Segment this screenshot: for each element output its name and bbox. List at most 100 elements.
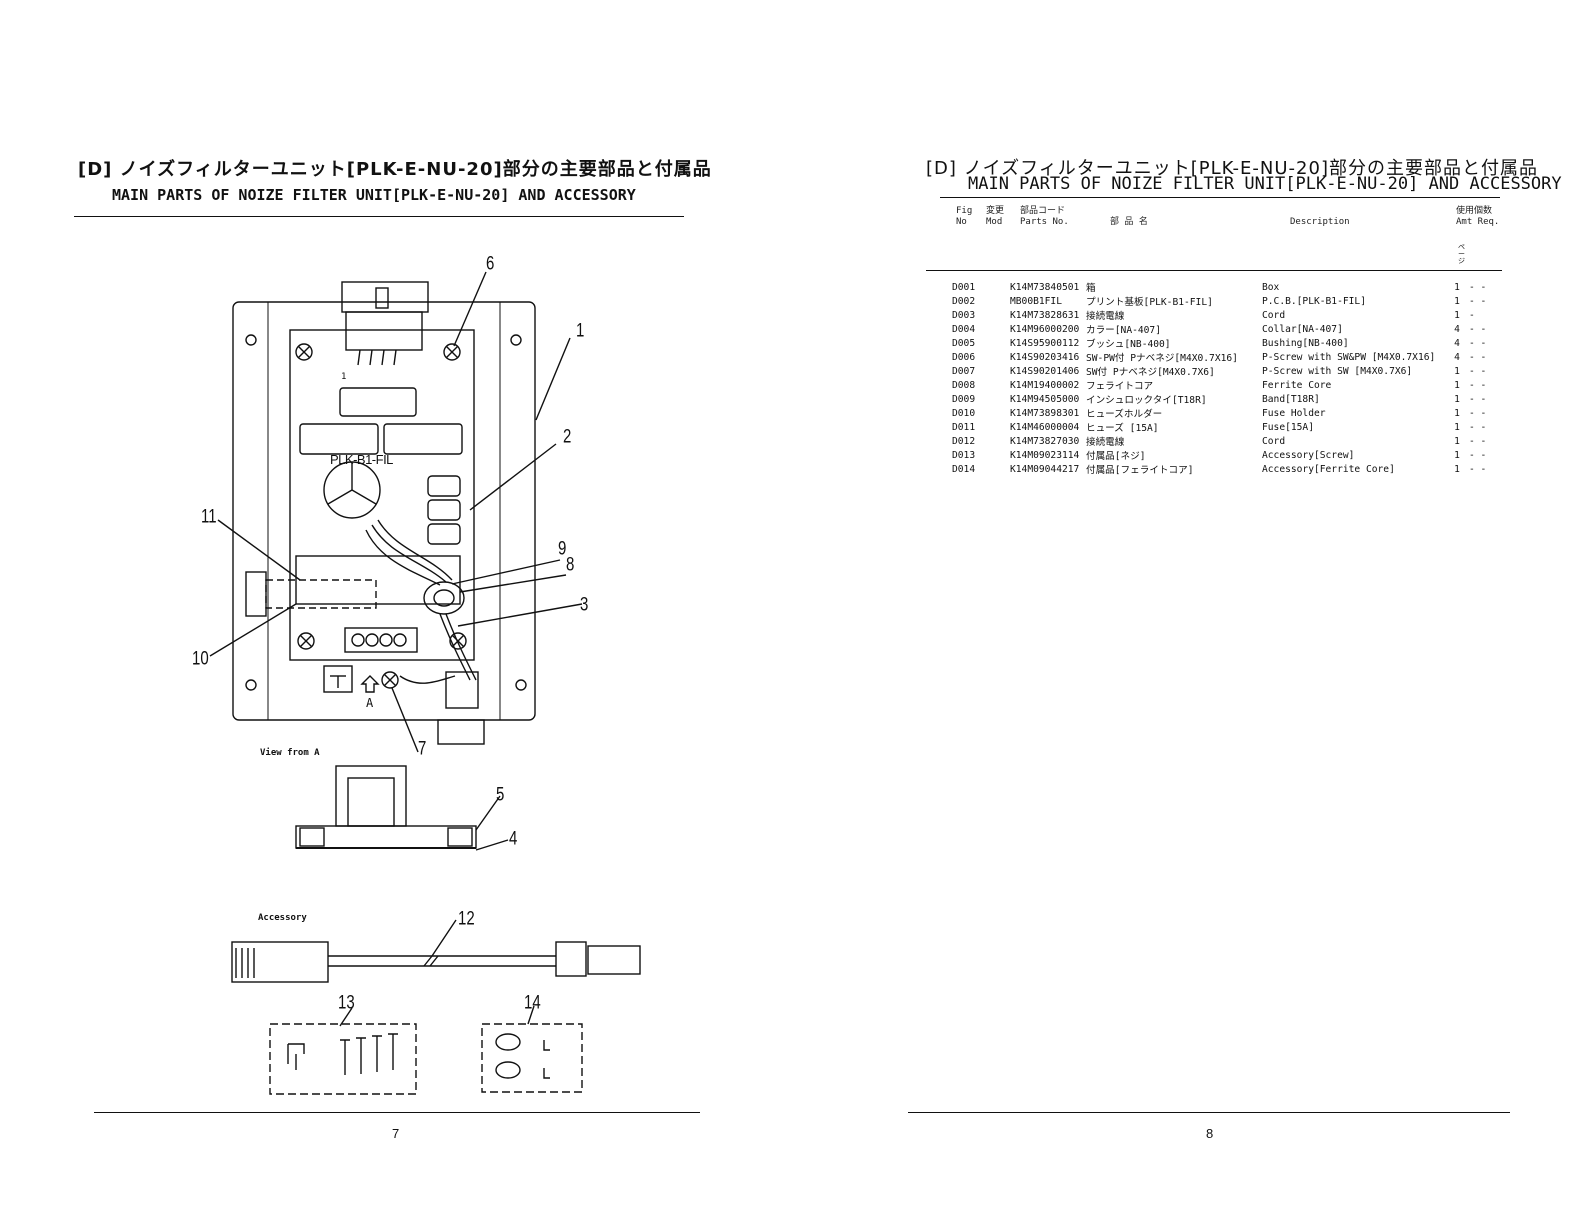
- callout-5: 5: [496, 783, 505, 806]
- callout-8: 8: [566, 553, 575, 576]
- cell-part: K14M96000200: [1010, 323, 1080, 335]
- ferrite-core: [423, 581, 465, 615]
- cell-req: - -: [1469, 393, 1487, 405]
- cell-desc: Accessory[Ferrite Core]: [1262, 463, 1395, 475]
- left-page: [D] ノイズフィルターユニット[PLK-E-NU-20]部分の主要部品と付属品…: [0, 0, 790, 1223]
- cell-req: - -: [1469, 379, 1487, 391]
- cell-fig: D003: [952, 309, 976, 321]
- cell-amt: 4: [1454, 351, 1460, 363]
- view-a-arrow-label: A: [366, 696, 374, 710]
- cell-desc: Bushing[NB-400]: [1262, 337, 1349, 349]
- cell-fig: D012: [952, 435, 976, 447]
- ferrite-kit-box: [481, 1023, 583, 1093]
- cord-ferrite: [555, 941, 587, 977]
- cell-name: インシュロックタイ[T18R]: [1086, 395, 1207, 406]
- cell-part: K14M19400002: [1010, 379, 1080, 391]
- side-view-connector: [335, 765, 407, 827]
- cell-amt: 1: [1454, 309, 1460, 321]
- noise-filter-unit-drawing: [209, 271, 641, 1095]
- callout-12: 12: [458, 907, 475, 930]
- cell-amt: 1: [1454, 435, 1460, 447]
- cell-req: - -: [1469, 281, 1487, 293]
- cell-name: 接続電線: [1086, 437, 1125, 448]
- cell-name: ヒューズ [15A]: [1086, 423, 1159, 434]
- cell-name: 付属品[フェライトコア]: [1086, 465, 1194, 476]
- view-from-a-label: View from A: [260, 748, 320, 758]
- cell-req: - -: [1469, 365, 1487, 377]
- accessory-label: Accessory: [258, 913, 307, 923]
- callout-1: 1: [576, 319, 585, 342]
- mount-hole-bl: [245, 679, 257, 691]
- fuse-cylinder: [265, 579, 377, 609]
- callout-13: 13: [338, 991, 355, 1014]
- screw-icon-6: [443, 343, 461, 361]
- header-description: Description: [1290, 217, 1350, 227]
- cell-desc: P-Screw with SW&PW [M4X0.7X16]: [1262, 351, 1436, 363]
- cell-req: - -: [1469, 337, 1487, 349]
- cell-req: - -: [1469, 295, 1487, 307]
- cell-amt: 1: [1454, 365, 1460, 377]
- cell-desc: P.C.B.[PLK-B1-FIL]: [1262, 295, 1366, 307]
- cell-name: ヒューズホルダー: [1086, 409, 1163, 420]
- cell-name: 箱: [1086, 283, 1096, 294]
- cell-name: 接続電線: [1086, 311, 1125, 322]
- left-title-rule: [74, 216, 684, 217]
- cell-fig: D011: [952, 421, 976, 433]
- cord-connector-left: [231, 941, 329, 983]
- cell-fig: D013: [952, 449, 976, 461]
- cell-desc: Ferrite Core: [1262, 379, 1332, 391]
- header-part-name: 部 品 名: [1110, 217, 1148, 227]
- cell-desc: Fuse Holder: [1262, 407, 1326, 419]
- cell-part: K14M46000004: [1010, 421, 1080, 433]
- bottom-connector: [445, 671, 479, 709]
- cell-fig: D008: [952, 379, 976, 391]
- cell-part: K14S95900112: [1010, 337, 1080, 349]
- mount-hole-tr: [510, 334, 522, 346]
- callout-2: 2: [563, 425, 572, 448]
- right-title-en: MAIN PARTS OF NOIZE FILTER UNIT[PLK-E-NU…: [968, 174, 1562, 194]
- table-row: D011 K14M46000004 ヒューズ [15A] Fuse[15A] 1 - -: [952, 420, 1505, 435]
- cell-desc: Accessory[Screw]: [1262, 449, 1355, 461]
- cell-desc: Band[T18R]: [1262, 393, 1320, 405]
- cord-connector-right: [587, 945, 641, 975]
- cell-amt: 1: [1454, 393, 1460, 405]
- cell-amt: 1: [1454, 449, 1460, 461]
- cell-part: K14M09023114: [1010, 449, 1080, 461]
- cell-amt: 1: [1454, 407, 1460, 419]
- cell-name: カラー[NA-407]: [1086, 325, 1161, 336]
- left-footer-rule: [94, 1112, 700, 1113]
- cell-amt: 1: [1454, 463, 1460, 475]
- right-footer-rule: [908, 1112, 1510, 1113]
- cell-fig: D006: [952, 351, 976, 363]
- cell-req: - -: [1469, 421, 1487, 433]
- screw-kit-box: [269, 1023, 417, 1095]
- callout-14: 14: [524, 991, 541, 1014]
- cell-desc: P-Screw with SW [M4X0.7X6]: [1262, 365, 1413, 377]
- cell-part: K14M73828631: [1010, 309, 1080, 321]
- terminal-block: [344, 627, 418, 653]
- cell-part: K14M09044217: [1010, 463, 1080, 475]
- cell-desc: Cord: [1262, 309, 1286, 321]
- cell-fig: D007: [952, 365, 976, 377]
- callout-7: 7: [418, 737, 427, 760]
- pcb-label: PLK-B1-FIL: [330, 452, 393, 467]
- cell-name: プリント基板[PLK-B1-FIL]: [1086, 297, 1213, 308]
- cell-part: K14M73898301: [1010, 407, 1080, 419]
- ground-symbol: [323, 665, 353, 693]
- header-rule: [926, 270, 1502, 271]
- cell-desc: Fuse[15A]: [1262, 421, 1314, 433]
- mounting-plate: [232, 301, 536, 721]
- right-title-jp: [D] ノイズフィルターユニット[PLK-E-NU-20]部分の主要部品と付属品: [926, 158, 1538, 179]
- cell-amt: 1: [1454, 421, 1460, 433]
- cell-amt: 1: [1454, 281, 1460, 293]
